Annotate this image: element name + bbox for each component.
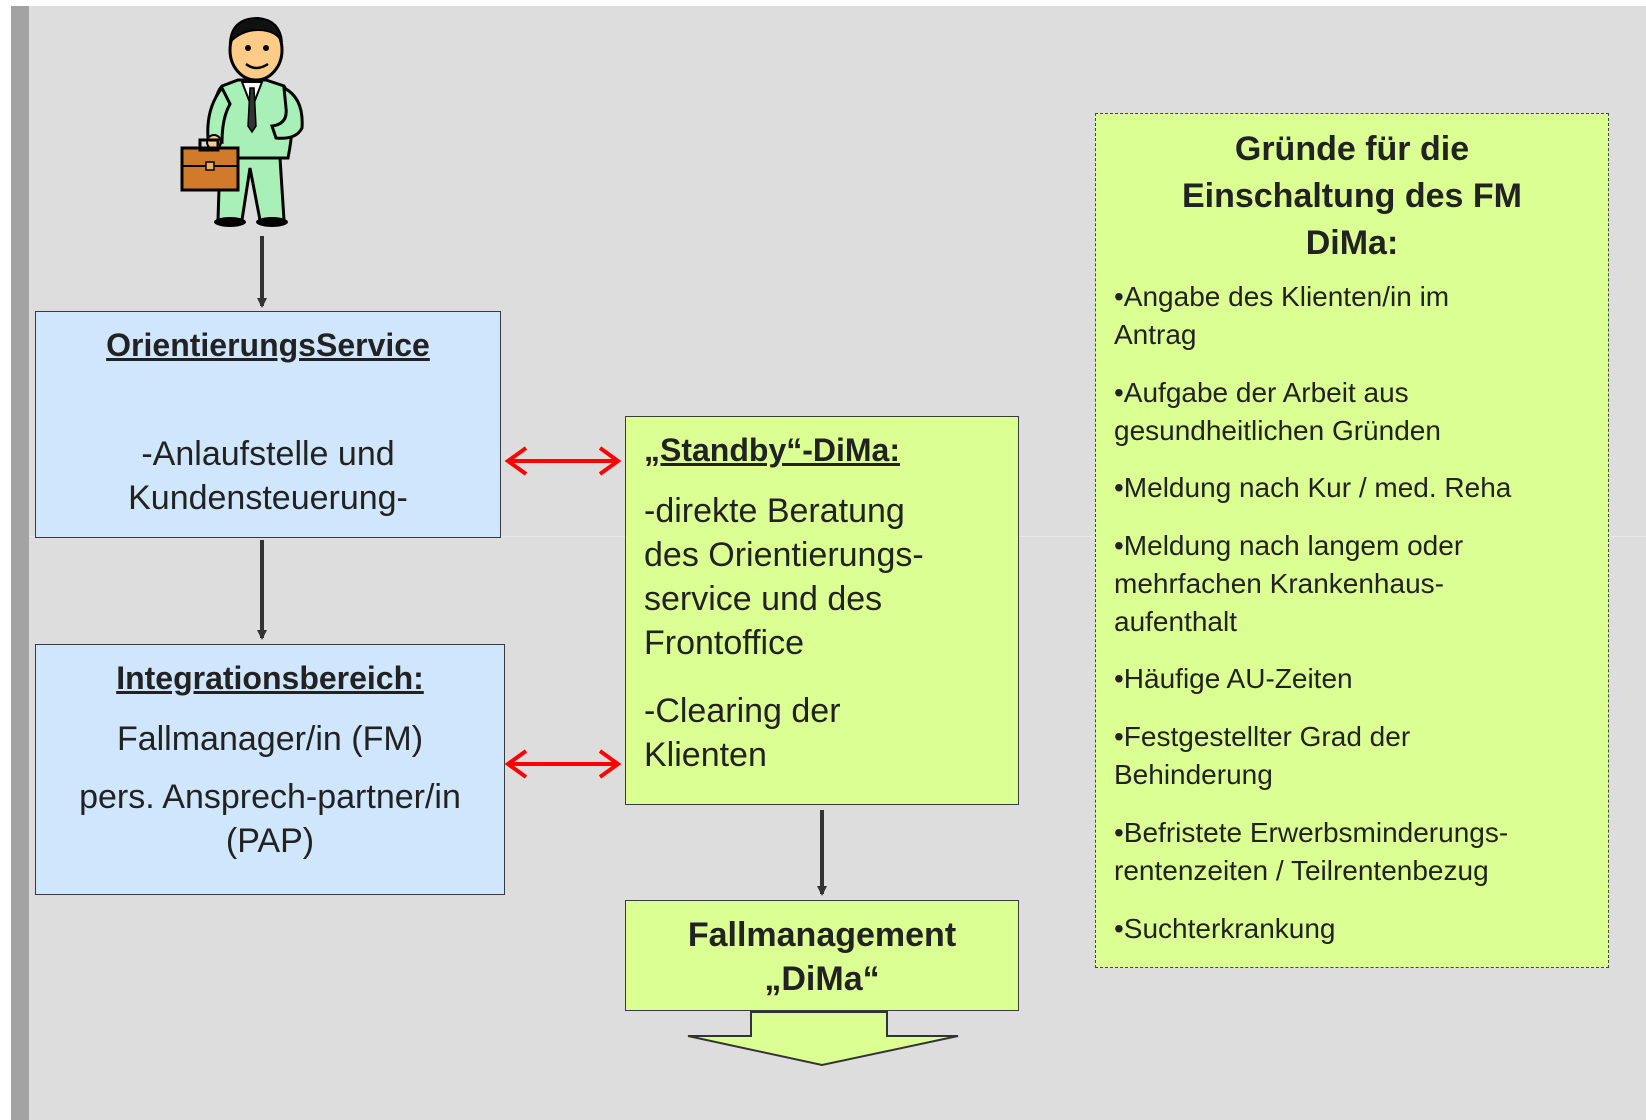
standby-line-1: -direkte Beratung [644,492,905,530]
fallmanagement-box: Fallmanagement „DiMa“ [625,900,1019,1011]
standby-line-5: -Clearing der [644,692,841,730]
reason-item-line: Behinderung [1114,759,1273,790]
integrationsbereich-box: Integrationsbereich: Fallmanager/in (FM)… [35,644,505,895]
reasons-title-line: Einschaltung des FM [1181,177,1523,215]
reason-item-line: •Aufgabe der Arbeit aus [1114,377,1409,408]
orientierungsservice-box: OrientierungsService -Anlaufstelle und K… [35,311,501,538]
reasons-title-line: Gründe für die [1234,130,1470,168]
standby-dima-box: „Standby“-DiMa: -direkte Beratung des Or… [625,416,1019,805]
standby-line-2: des Orientierungs- [644,536,924,574]
reasons-title: Gründe für die Einschaltung des FM DiMa: [1096,126,1608,267]
down-block-arrow [687,1011,959,1067]
reason-item: •Festgestellter Grad der Behinderung [1114,718,1604,794]
reason-item-line: rentenzeiten / Teilrentenbezug [1114,855,1489,886]
standby-line-3: service und des [644,580,883,618]
reason-item-line: Antrag [1114,319,1197,350]
integrationsbereich-line1: Fallmanager/in (FM) [116,720,424,758]
orientierungsservice-line2: Kundensteuerung- [128,479,408,517]
reason-item-line: aufenthalt [1114,606,1237,637]
integrationsbereich-line2: pers. Ansprech-partner/in [79,778,461,816]
standby-line-4: Frontoffice [644,624,805,662]
reason-item-line: •Festgestellter Grad der [1114,721,1411,752]
orientierungsservice-line1: -Anlaufstelle und [141,435,395,473]
fallmanagement-line2: „DiMa“ [764,960,880,998]
reason-item: •Meldung nach Kur / med. Reha [1114,469,1604,507]
reason-item: •Meldung nach langem oder mehrfachen Kra… [1114,527,1604,641]
reason-item-line: •Suchterkrankung [1114,913,1336,944]
reason-item-line: •Häufige AU-Zeiten [1114,663,1353,694]
reason-item: •Häufige AU-Zeiten [1114,660,1604,698]
businessman-icon [180,16,304,227]
reason-item-line: •Befristete Erwerbsminderungs- [1114,817,1509,848]
fallmanagement-line1: Fallmanagement [687,916,957,954]
double-arrow-integration-standby [504,749,622,779]
reason-item-line: gesundheitlichen Gründen [1114,415,1441,446]
reason-item: •Befristete Erwerbsminderungs- rentenzei… [1114,814,1604,890]
reason-item-line: mehrfachen Krankenhaus- [1114,568,1444,599]
reasons-title-line: DiMa: [1305,224,1399,262]
left-margin-bar [11,6,29,1120]
double-arrow-orientierung-standby [504,446,622,476]
reason-item-line: •Angabe des Klienten/in im [1114,281,1450,312]
reason-item: •Suchterkrankung [1114,910,1604,948]
integrationsbereich-title: Integrationsbereich: [116,660,424,696]
standby-dima-title: „Standby“-DiMa: [644,432,900,468]
reason-item: •Angabe des Klienten/in im Antrag [1114,278,1604,354]
reason-item-line: •Meldung nach langem oder [1114,530,1464,561]
reasons-box: Gründe für die Einschaltung des FM DiMa:… [1095,113,1609,968]
orientierungsservice-title: OrientierungsService [106,327,430,363]
standby-line-6: Klienten [644,736,767,774]
integrationsbereich-line3: (PAP) [225,822,315,860]
reason-item-line: •Meldung nach Kur / med. Reha [1114,472,1512,503]
reason-item: •Aufgabe der Arbeit aus gesundheitlichen… [1114,374,1604,450]
